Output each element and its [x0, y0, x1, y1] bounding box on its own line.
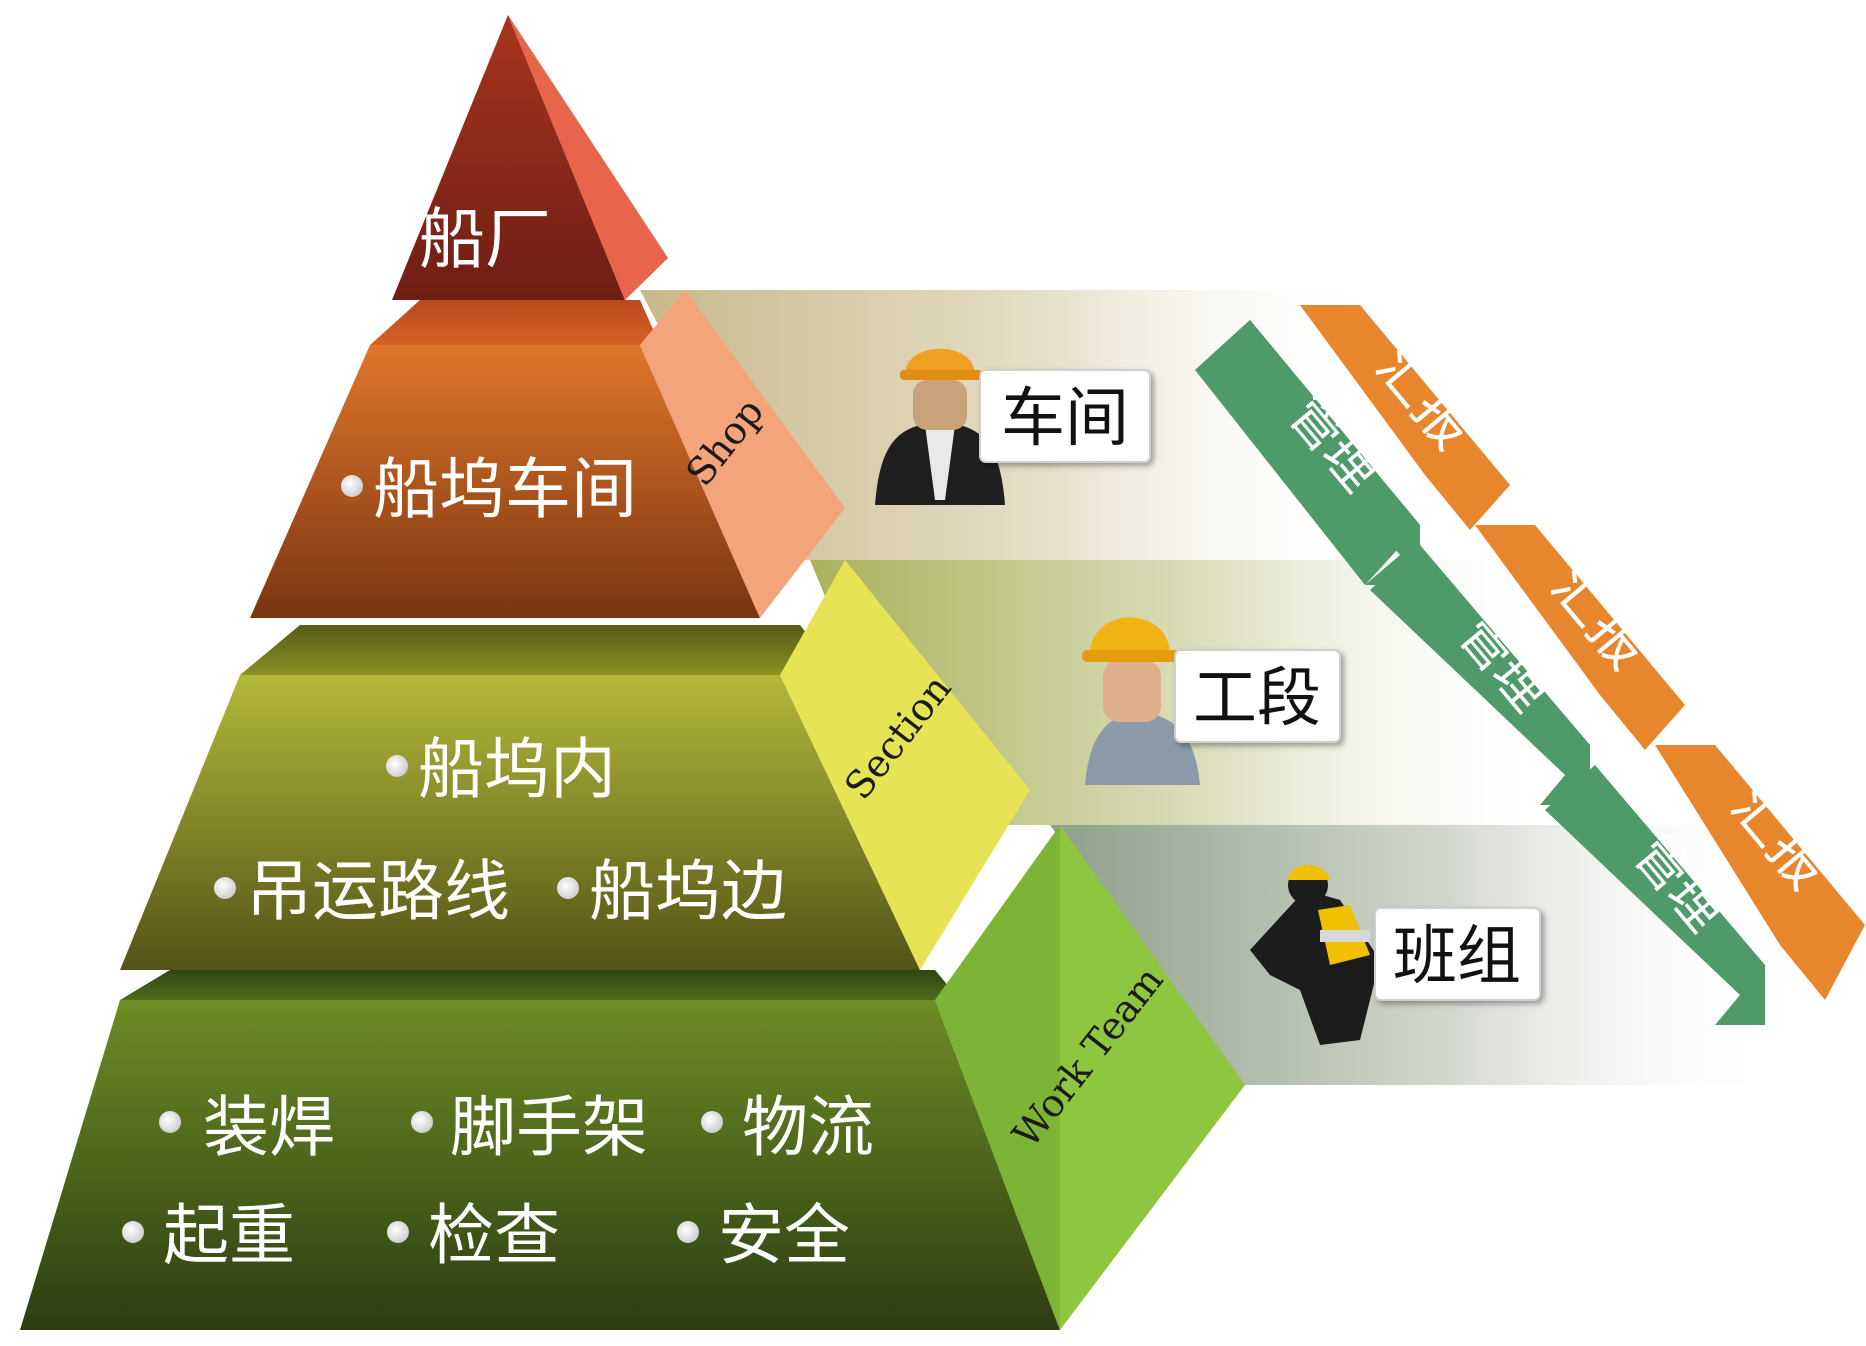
team-item-6: 安全 [718, 1197, 850, 1274]
tier-top [392, 15, 668, 300]
section-items: 船坞内 吊运路线 船坞边 [214, 731, 787, 930]
team-item-3: 物流 [742, 1089, 874, 1166]
report-arrow-1 [1300, 305, 1510, 530]
top-label: 船厂 [419, 201, 551, 278]
report-arrow-2 [1475, 525, 1685, 750]
bullet-dot [557, 877, 579, 899]
section-side-face [780, 560, 1030, 970]
bullet-dot [411, 1111, 433, 1133]
section-item-1: 船坞内 [418, 731, 616, 808]
report-arrow-1-head [1300, 305, 1360, 355]
team-front-face [20, 1000, 1060, 1330]
shop-role-label: 车间 [1001, 382, 1129, 456]
manage-arrows [1195, 320, 1765, 1025]
team-role-box [1374, 907, 1541, 1001]
shop-role-box [979, 369, 1151, 463]
bullet-dot [159, 1111, 181, 1133]
team-item-5: 检查 [428, 1197, 560, 1274]
bullet-dot [701, 1111, 723, 1133]
bullet-dot [214, 877, 236, 899]
bullet-dot [677, 1221, 699, 1243]
top-side-face [508, 15, 668, 300]
manage-arrow-3 [1545, 765, 1765, 1025]
team-item-4: 起重 [163, 1197, 295, 1274]
team-item-2: 脚手架 [450, 1089, 648, 1166]
team-role-label: 班组 [1393, 920, 1521, 994]
worker-crouching-icon [1250, 865, 1380, 1045]
section-role-box [1174, 649, 1341, 743]
manage-arrow-2 [1370, 545, 1590, 805]
shop-item-1: 船坞车间 [373, 451, 637, 528]
shop-front-face [250, 345, 760, 618]
tier-shop [250, 290, 845, 618]
top-front-face [392, 15, 625, 300]
shop-items: 船坞车间 [341, 451, 637, 528]
report-arrow-3 [1655, 745, 1865, 1000]
report-arrows [1300, 305, 1865, 1000]
team-side-edge [935, 825, 1060, 1330]
bullet-dot [387, 1221, 409, 1243]
foreman-person-icon [1082, 617, 1200, 785]
section-item-3: 船坞边 [589, 853, 787, 930]
bullet-dot [122, 1221, 144, 1243]
manage-arrow-1-body [1195, 320, 1420, 585]
bullet-dot [386, 755, 408, 777]
team-items: 装焊 脚手架 物流 起重 检查 安全 [122, 1089, 874, 1274]
shop-side-face [640, 290, 845, 618]
bullet-dot [341, 475, 363, 497]
section-top-face [240, 625, 840, 675]
section-front-face [120, 675, 920, 970]
team-top-face [120, 970, 960, 1000]
section-item-2: 吊运路线 [246, 853, 510, 930]
tier-section [120, 560, 1030, 970]
tier-work-team [20, 825, 1245, 1330]
manager-person-icon [875, 348, 1005, 505]
shop-top-face [370, 300, 660, 345]
section-role-label: 工段 [1193, 662, 1321, 736]
team-item-1: 装焊 [203, 1089, 335, 1166]
